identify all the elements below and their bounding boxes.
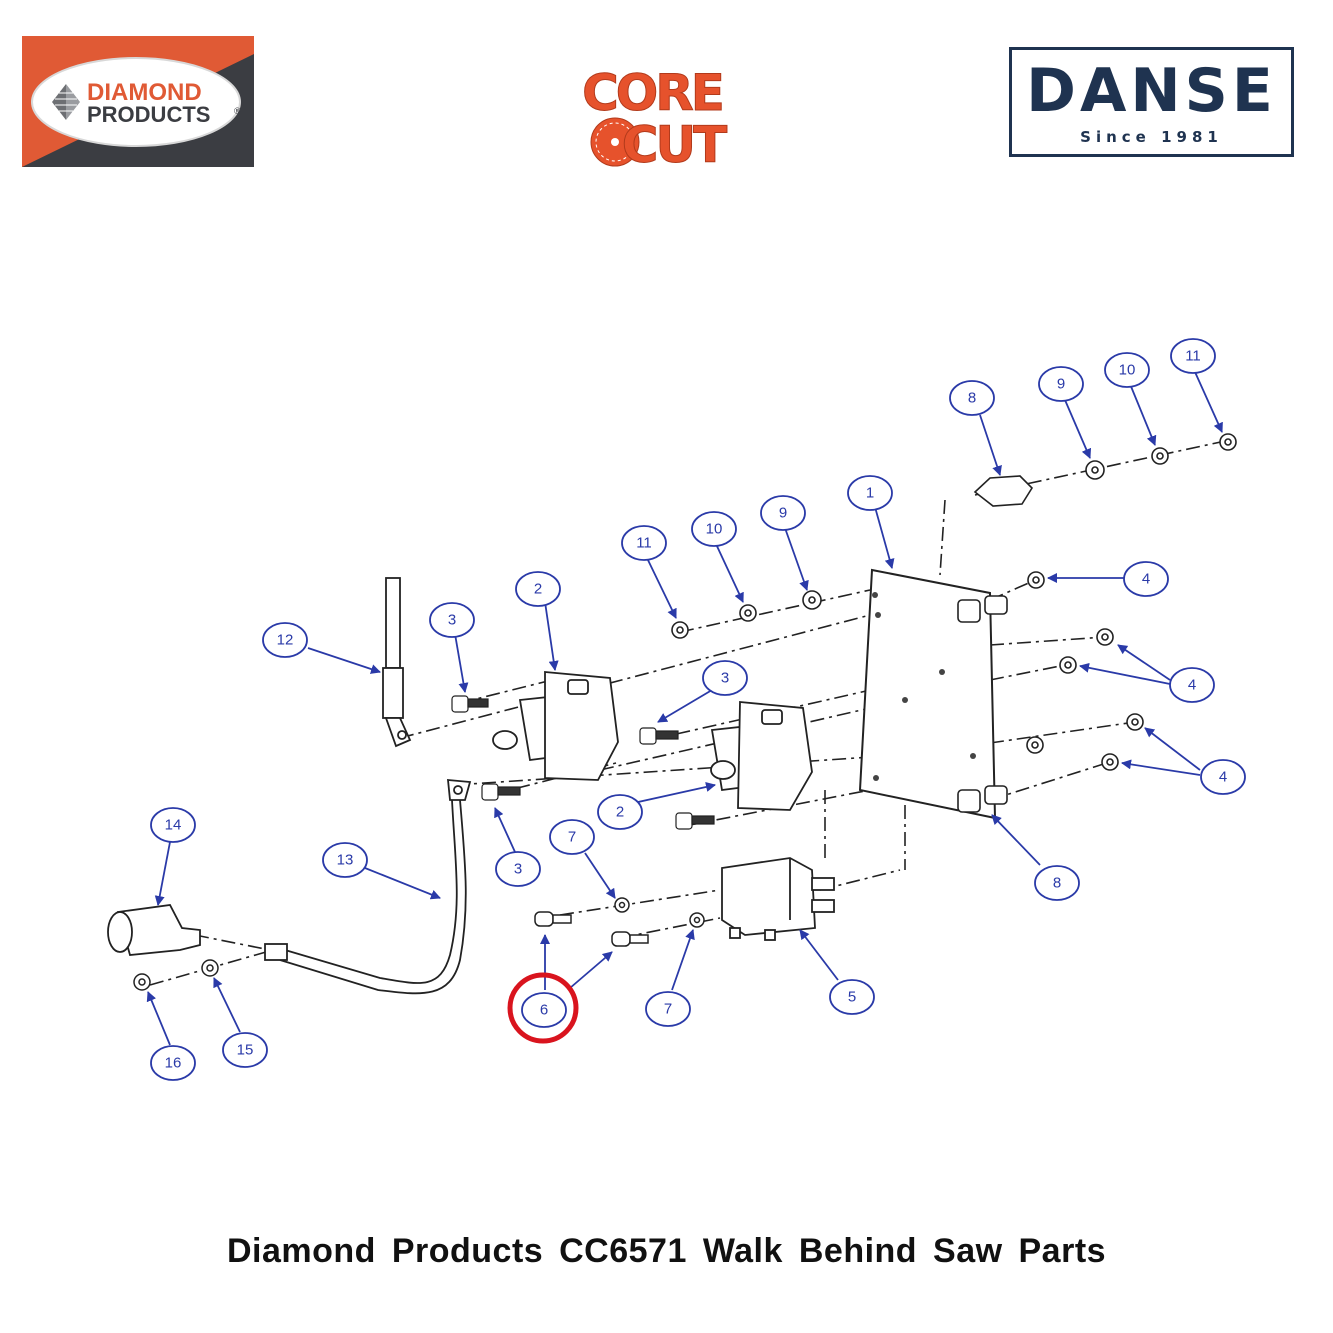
- callout-label: 9: [779, 505, 787, 522]
- callout-label: 3: [448, 612, 456, 629]
- callout-label: 9: [1057, 376, 1065, 393]
- center-lines: [149, 439, 1231, 986]
- callout-9b: [760, 495, 806, 531]
- callout-13: [322, 842, 368, 878]
- callout-2b: [597, 794, 643, 830]
- washers-and-nuts-9-10-11: [671, 433, 1237, 639]
- callout-9a: [1038, 366, 1084, 402]
- callout-label: 15: [237, 1042, 254, 1059]
- callout-label: 4: [1142, 571, 1150, 588]
- callout-6: [521, 992, 567, 1028]
- callout-label: 10: [1119, 362, 1136, 379]
- callout-5: [829, 979, 875, 1015]
- callout-leaders: [146, 371, 1223, 1046]
- part-7-washers: [614, 897, 705, 928]
- core-cut-logo: CORE CUT: [582, 64, 731, 171]
- callout-label: 5: [848, 989, 856, 1006]
- callout-label: 16: [165, 1055, 182, 1072]
- callout-3c: [495, 851, 541, 887]
- logo-registered-mark: ®: [234, 106, 241, 116]
- callout-8a: [949, 380, 995, 416]
- callout-label: 14: [165, 817, 182, 834]
- callout-12: [262, 622, 308, 658]
- callout-label: 2: [534, 581, 542, 598]
- callout-label: 8: [968, 390, 976, 407]
- callout-3b: [702, 660, 748, 696]
- part-2-solenoid-right: [710, 701, 813, 811]
- danse-wordmark: DANSE: [1026, 56, 1277, 126]
- part-4-nuts: [1026, 571, 1144, 771]
- callout-1: [847, 475, 893, 511]
- callout-10a: [1104, 352, 1150, 388]
- callout-label: 13: [337, 852, 354, 869]
- callout-14: [150, 807, 196, 843]
- callout-8b: [1034, 865, 1080, 901]
- parts-15-16-nut-washer: [133, 959, 219, 991]
- part-3-bolts: [451, 695, 715, 830]
- callout-label: 6: [540, 1002, 548, 1019]
- logo-line-diamond: DIAMOND: [87, 79, 202, 106]
- part-8-terminal-studs: [957, 475, 1034, 813]
- core-cut-line-core: CORE: [582, 64, 722, 122]
- callout-label: 2: [616, 804, 624, 821]
- core-cut-line-cut: CUT: [622, 116, 727, 170]
- callout-4a: [1123, 561, 1169, 597]
- callout-7a: [549, 819, 595, 855]
- part-2-solenoid-left: [492, 671, 619, 781]
- callout-labels: 1 2 2 3 3 3 4 4 4 5 6 7 7 8 8 9 9 10 10 …: [165, 348, 1228, 1072]
- callout-11a: [1170, 338, 1216, 374]
- callout-label: 7: [664, 1001, 672, 1018]
- danse-logo: DANSE Since 1981: [1009, 47, 1294, 157]
- callout-4b: [1169, 667, 1215, 703]
- callout-11b: [621, 525, 667, 561]
- callout-16: [150, 1045, 196, 1081]
- callout-15: [222, 1032, 268, 1068]
- callout-bubbles: [150, 338, 1246, 1081]
- callout-label: 3: [721, 670, 729, 687]
- saw-blade-icon: [590, 117, 640, 167]
- callout-label: 12: [277, 632, 294, 649]
- callout-2a: [515, 571, 561, 607]
- callout-label: 7: [568, 829, 576, 846]
- part-13-battery-cable: [264, 779, 472, 995]
- callout-label: 1: [866, 485, 874, 502]
- diamond-products-logo: DIAMOND PRODUCTS ®: [22, 36, 254, 167]
- diamond-mark-icon: [52, 84, 80, 120]
- part-6-screws: [534, 911, 649, 947]
- callout-label: 11: [636, 535, 652, 552]
- callout-label: 4: [1188, 677, 1196, 694]
- callout-label: 8: [1053, 875, 1061, 892]
- page-caption: Diamond Products CC6571 Walk Behind Saw …: [226, 1232, 1107, 1270]
- callout-label: 3: [514, 861, 522, 878]
- callout-4c: [1200, 759, 1246, 795]
- logo-ellipse: [31, 57, 241, 147]
- highlight-ring-part-6: [507, 972, 579, 1044]
- callout-3a: [429, 602, 475, 638]
- part-12-cable-lead: [382, 577, 412, 748]
- callout-10b: [691, 511, 737, 547]
- part-5-relay: [721, 857, 835, 941]
- part-14-boot: [107, 904, 201, 956]
- logo-line-products: PRODUCTS: [87, 102, 210, 127]
- callout-7b: [645, 991, 691, 1027]
- danse-tagline: Since 1981: [1080, 128, 1223, 146]
- callout-label: 10: [706, 521, 723, 538]
- callout-label: 4: [1219, 769, 1227, 786]
- callout-label: 11: [1185, 348, 1201, 365]
